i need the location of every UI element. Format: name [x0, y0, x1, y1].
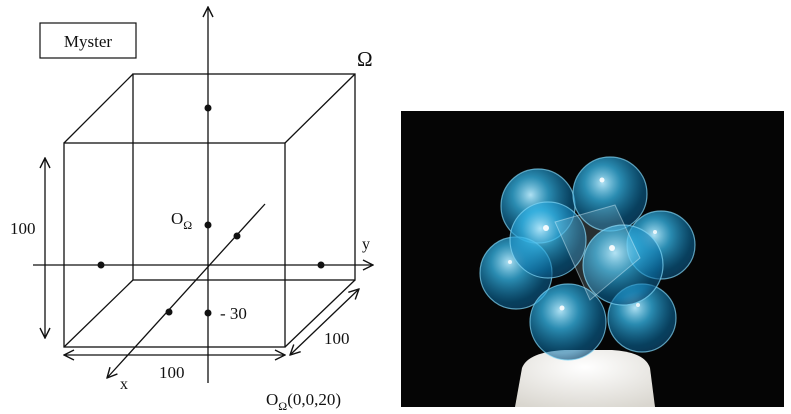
point-z-top	[204, 104, 212, 112]
origin-coords-main: O	[266, 390, 278, 409]
points	[97, 104, 325, 317]
point-y-right	[317, 261, 325, 269]
box-front-face	[63, 142, 286, 348]
origin-coords-sub: Ω	[278, 399, 287, 413]
box-edge-tl	[63, 73, 134, 144]
highlight	[609, 245, 615, 251]
sphere	[509, 201, 587, 279]
highlight	[599, 177, 605, 183]
pedestal	[515, 350, 655, 407]
title-box	[39, 22, 137, 59]
inner-shape	[554, 204, 641, 301]
point-origin	[204, 221, 212, 229]
sphere	[582, 224, 664, 306]
box-diagram	[33, 7, 373, 383]
y-axis-label: y	[362, 236, 370, 253]
origin-label-main: O	[171, 209, 183, 228]
highlights	[508, 177, 657, 311]
omega-label: Ω	[357, 47, 373, 71]
origin-coords-values: (0,0,20)	[287, 390, 341, 409]
point-z-neg	[204, 309, 212, 317]
dim-vertical-label: 100	[10, 219, 36, 238]
origin-label-sub: Ω	[183, 218, 192, 232]
highlight	[559, 305, 565, 311]
box-edge-bl	[63, 279, 134, 348]
sphere-photo	[401, 111, 784, 407]
box-edge-tr	[284, 73, 356, 144]
point-x-back	[233, 232, 241, 240]
box-back-face	[132, 73, 356, 281]
highlight	[543, 225, 549, 231]
tick-label-neg30: - 30	[220, 304, 247, 323]
title-box-label: Myster	[64, 32, 113, 51]
highlight	[653, 230, 657, 234]
dim-bottom-label: 100	[159, 363, 185, 382]
dim-right-arrow	[290, 289, 359, 355]
origin-coords-label: OΩ(0,0,20)	[266, 390, 341, 413]
point-x-front	[165, 308, 173, 316]
point-y-left	[97, 261, 105, 269]
sphere	[529, 283, 607, 361]
dim-right-label: 100	[324, 329, 350, 348]
sphere-cluster	[479, 156, 696, 361]
x-axis-label: x	[120, 376, 128, 393]
highlight	[508, 260, 512, 264]
highlight	[636, 303, 640, 307]
origin-label: OΩ	[171, 209, 192, 232]
